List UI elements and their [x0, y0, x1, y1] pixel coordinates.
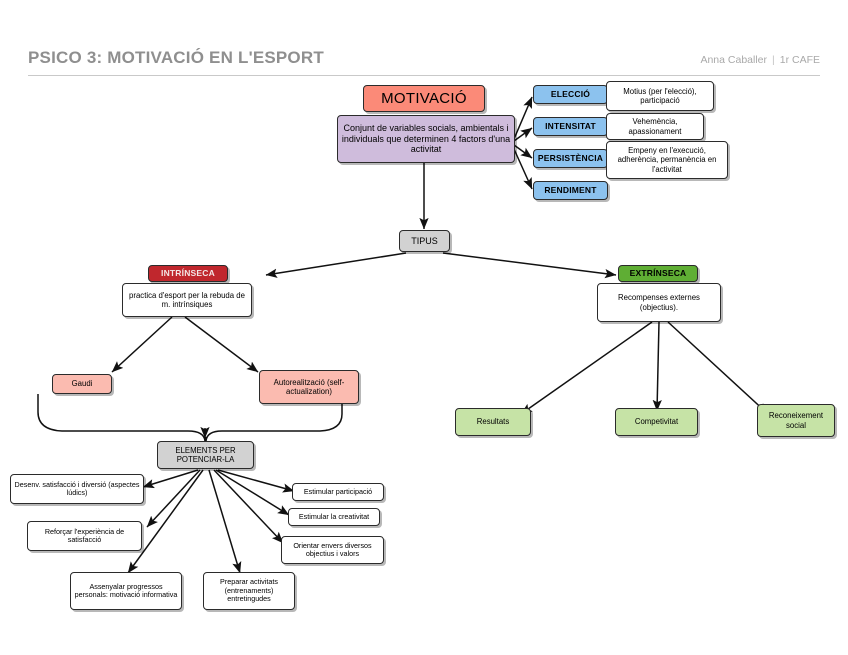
node-extrinseca-definition[interactable]: Recompenses externes (objectius).	[597, 283, 721, 322]
node-factor-rendiment[interactable]: RENDIMENT	[533, 181, 608, 200]
node-elements-per-potenciar[interactable]: ELEMENTS PER POTENCIAR-LA	[157, 441, 254, 469]
node-factor-persistencia-detail[interactable]: Empeny en l'execució, adherència, perman…	[606, 141, 728, 179]
node-competivitat[interactable]: Competivitat	[615, 408, 698, 436]
header-meta: Anna Caballer | 1r CAFE	[700, 54, 820, 66]
node-reconeixement-social[interactable]: Reconeixement social	[757, 404, 835, 437]
node-element-desenv-satisfaccio[interactable]: Desenv. satisfacció i diversió (aspectes…	[10, 474, 144, 504]
node-factor-intensitat-detail[interactable]: Vehemència, apassionament	[606, 113, 704, 140]
node-factor-eleccio-detail[interactable]: Motius (per l'elecció), participació	[606, 81, 714, 111]
meta-separator: |	[772, 54, 775, 66]
node-element-preparar-activitats[interactable]: Preparar activitats (entrenaments) entre…	[203, 572, 295, 610]
node-factor-persistencia[interactable]: PERSISTÈNCIA	[533, 149, 608, 168]
node-intrinseca-definition[interactable]: practica d'esport per la rebuda de m. in…	[122, 283, 252, 317]
node-motivacio-definition[interactable]: Conjunt de variables socials, ambientals…	[337, 115, 515, 163]
node-element-assenyalar-progressos[interactable]: Assenyalar progressos personals: motivac…	[70, 572, 182, 610]
node-factor-intensitat[interactable]: INTENSITAT	[533, 117, 608, 136]
node-element-orientar-objectius[interactable]: Orientar envers diversos objectius i val…	[281, 536, 384, 564]
node-element-reforcar-experiencia[interactable]: Reforçar l'experiència de satisfacció	[27, 521, 142, 551]
node-tipus[interactable]: TIPUS	[399, 230, 450, 252]
node-resultats[interactable]: Resultats	[455, 408, 531, 436]
node-element-estimular-participacio[interactable]: Estimular participació	[292, 483, 384, 501]
node-intrinseca[interactable]: INTRÍNSECA	[148, 265, 228, 282]
node-element-estimular-creativitat[interactable]: Estimular la creativitat	[288, 508, 380, 526]
node-gaudi[interactable]: Gaudi	[52, 374, 112, 394]
node-extrinseca[interactable]: EXTRÍNSECA	[618, 265, 698, 282]
node-autorealitzacio[interactable]: Autorealització (self-actualization)	[259, 370, 359, 404]
node-motivacio[interactable]: MOTIVACIÓ	[363, 85, 485, 112]
header-divider	[28, 75, 820, 76]
node-factor-eleccio[interactable]: ELECCIÓ	[533, 85, 608, 104]
course-name: 1r CAFE	[779, 54, 820, 66]
page-header: PSICO 3: MOTIVACIÓ EN L'ESPORT Anna Caba…	[28, 48, 820, 76]
page-title: PSICO 3: MOTIVACIÓ EN L'ESPORT	[28, 48, 324, 67]
author-name: Anna Caballer	[700, 54, 767, 66]
